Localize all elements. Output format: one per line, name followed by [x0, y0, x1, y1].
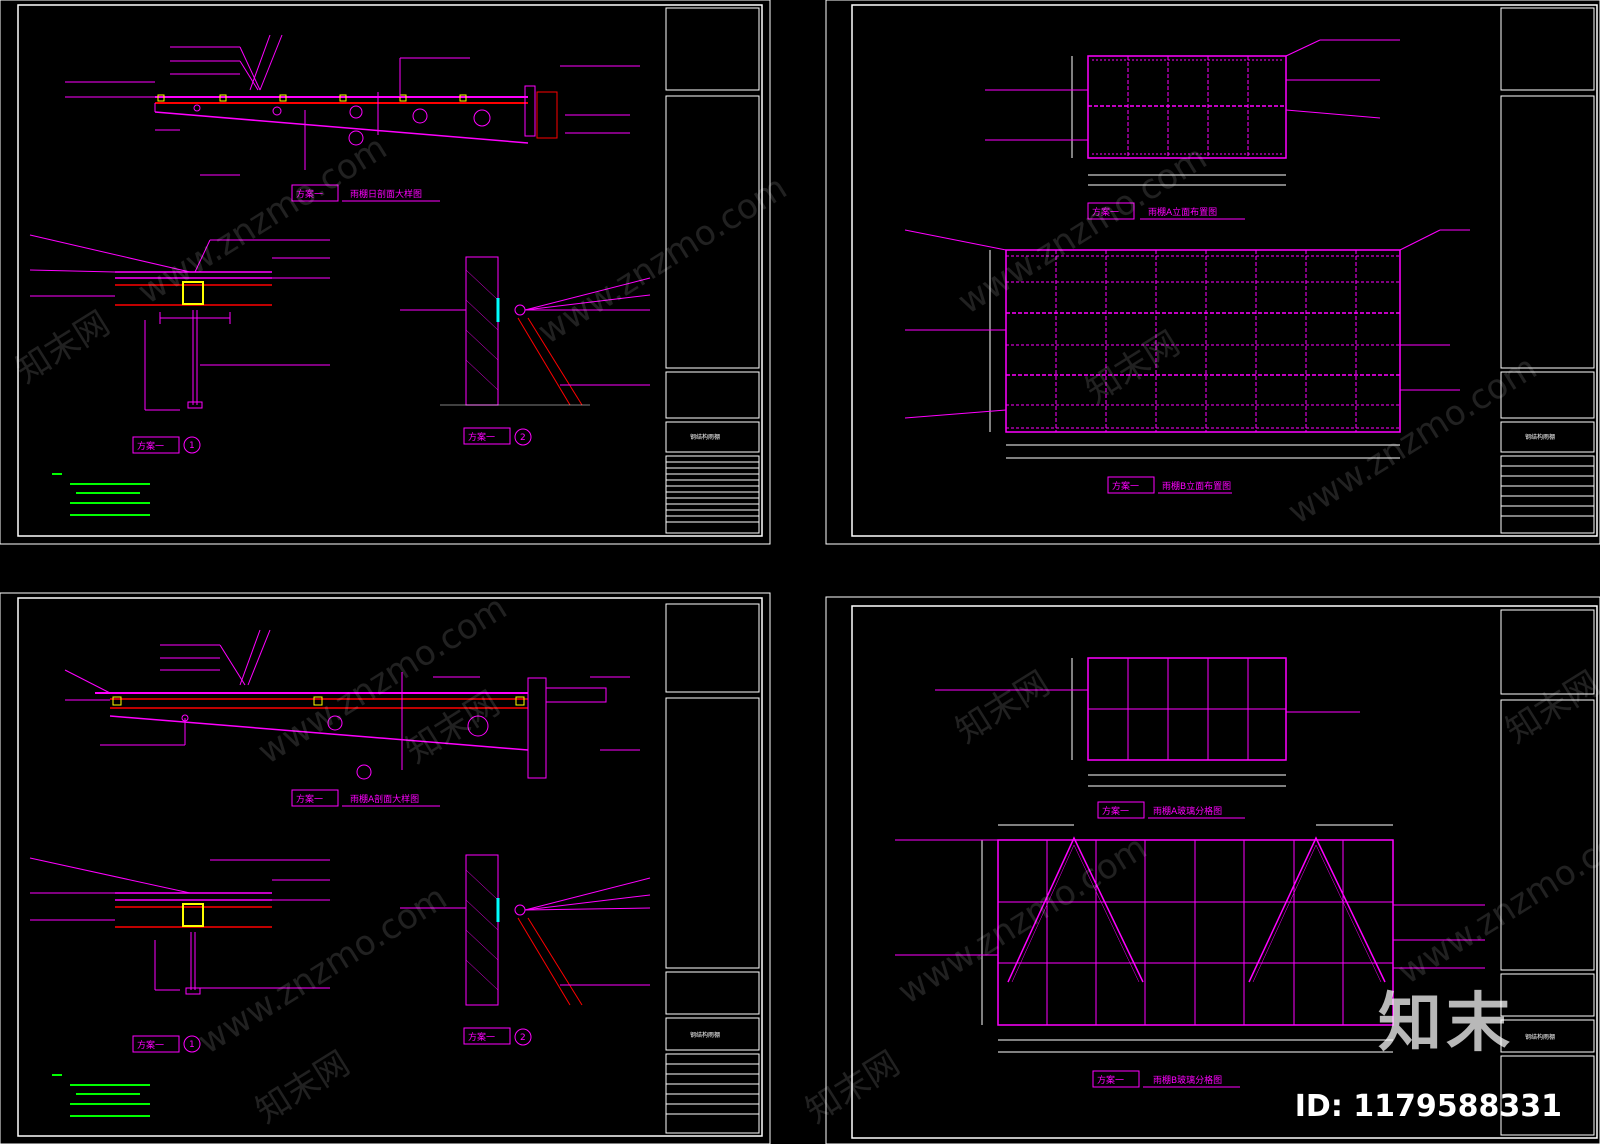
elevation-b-title: 雨棚B立面布置图 [1162, 480, 1231, 492]
canopy-a-section-detail [64, 629, 640, 780]
elevation-a-title: 雨棚A立面布置图 [1148, 206, 1217, 218]
canopy-section-detail [65, 34, 640, 176]
detail-1-tag: 方案一 [137, 1039, 164, 1051]
scheme-tag: 方案一 [296, 188, 323, 200]
elevation-b-grid [904, 229, 1470, 459]
title-block-name: 钢结构雨棚 [1525, 1033, 1555, 1041]
title-block [665, 7, 760, 534]
glass-b-title: 雨棚B玻璃分格图 [1153, 1074, 1222, 1086]
beam-section-detail [29, 857, 330, 995]
scheme-tag-box [291, 184, 339, 202]
sheet-bottom-right: 钢结构雨棚 方案一 雨棚A玻璃分格图 [825, 596, 1600, 1144]
detail-1-tag: 方案一 [137, 440, 164, 452]
general-notes [52, 1074, 150, 1117]
glass-a-tag: 方案一 [1102, 805, 1129, 817]
glass-a-title: 雨棚A玻璃分格图 [1153, 805, 1222, 817]
sheet-bottom-left: 钢结构雨棚 [0, 592, 771, 1144]
sheet-top-right: 钢结构雨棚 方案一 雨棚A立面布置图 [825, 0, 1600, 545]
detail-2-number: 2 [520, 1033, 526, 1043]
detail-title: 雨棚日剖面大样图 [350, 188, 422, 200]
title-block-name: 钢结构雨棚 [690, 433, 720, 441]
sheet-inner-frame [17, 4, 763, 537]
title-block-name: 钢结构雨棚 [690, 1031, 720, 1039]
detail-2-number: 2 [520, 433, 526, 443]
elevation-a-tag: 方案一 [1092, 206, 1119, 218]
general-notes [52, 473, 150, 516]
detail-2-tag: 方案一 [468, 431, 495, 443]
detail-1-number: 1 [189, 441, 195, 451]
sheet-top-left: 钢结构雨棚 [0, 0, 771, 545]
title-block [1500, 609, 1595, 1136]
glass-grid-a [935, 657, 1360, 787]
brand-logo: 知末 [1378, 987, 1514, 1061]
title-block-name: 钢结构雨棚 [1525, 433, 1555, 441]
detail-title: 雨棚A剖面大样图 [350, 793, 419, 805]
title-block [1500, 7, 1595, 534]
detail-1-number: 1 [189, 1040, 195, 1050]
glass-b-tag: 方案一 [1097, 1074, 1124, 1086]
sheet-outer-frame [0, 0, 771, 545]
elevation-b-tag: 方案一 [1112, 480, 1139, 492]
beam-section-detail [29, 234, 330, 411]
wall-anchor-detail [400, 854, 651, 1006]
wall-anchor-detail [400, 256, 651, 406]
title-block [665, 603, 760, 1134]
scheme-tag: 方案一 [296, 793, 323, 805]
detail-2-tag: 方案一 [468, 1031, 495, 1043]
glass-grid-b [895, 824, 1485, 1053]
drawing-id: ID: 1179588331 [1294, 1089, 1562, 1124]
elevation-a-grid [985, 39, 1400, 186]
